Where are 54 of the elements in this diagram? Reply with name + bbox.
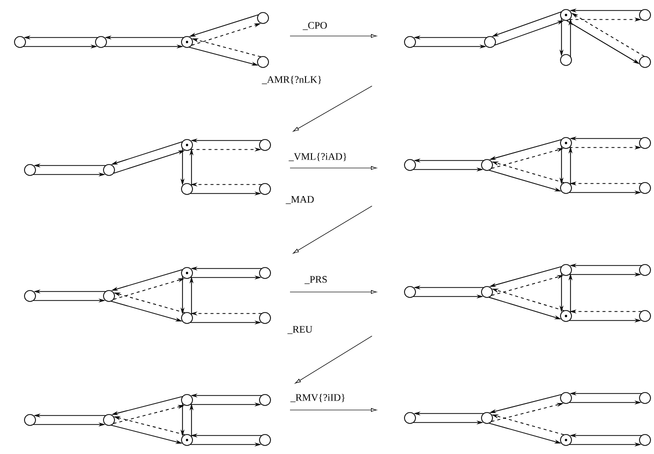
- circle: [259, 394, 271, 406]
- circle: [259, 267, 271, 279]
- dotted-circle: [181, 36, 193, 48]
- circle: [639, 434, 651, 446]
- circle: [639, 137, 651, 149]
- dotted-circle: [560, 310, 572, 322]
- circle: [259, 183, 271, 195]
- transform-label: _VML{?iAD}: [288, 152, 346, 162]
- circle: [259, 139, 271, 151]
- circle: [181, 312, 193, 324]
- circle: [103, 164, 115, 176]
- circle: [560, 182, 572, 194]
- circle: [639, 392, 651, 404]
- circle: [481, 412, 493, 424]
- circle: [24, 414, 36, 426]
- transform-label: _RMV{?iID}: [290, 394, 345, 402]
- transform-label: _PRS: [304, 276, 327, 284]
- circle: [639, 310, 651, 322]
- circle: [24, 164, 36, 176]
- circle: [181, 394, 193, 406]
- circle: [24, 290, 36, 302]
- circle: [404, 412, 416, 424]
- transform-label: _CPO: [302, 22, 327, 30]
- circle: [259, 434, 271, 446]
- circle: [404, 286, 416, 298]
- circle: [560, 54, 572, 66]
- circle: [639, 9, 651, 21]
- circle: [103, 414, 115, 426]
- dotted-circle: [560, 9, 572, 21]
- transform-label: _AMR{?nLK}: [262, 76, 322, 84]
- dotted-circle: [560, 434, 572, 446]
- circle: [103, 290, 115, 302]
- circle: [639, 264, 651, 276]
- dotted-circle: [181, 434, 193, 446]
- circle: [404, 159, 416, 171]
- circle: [560, 264, 572, 276]
- circle: [484, 36, 496, 48]
- circle: [481, 159, 493, 171]
- circle: [257, 56, 269, 68]
- transform-label: _MAD: [286, 196, 314, 204]
- circle: [14, 36, 26, 48]
- transform-label: _REU: [287, 326, 312, 334]
- circle: [259, 312, 271, 324]
- circle: [639, 182, 651, 194]
- dotted-circle: [181, 267, 193, 279]
- circle: [181, 183, 193, 195]
- dotted-circle: [181, 139, 193, 151]
- circle: [257, 12, 269, 24]
- circle: [481, 286, 493, 298]
- dotted-circle: [560, 137, 572, 149]
- circle: [404, 36, 416, 48]
- circle: [95, 36, 107, 48]
- circle: [560, 392, 572, 404]
- circle: [639, 56, 651, 68]
